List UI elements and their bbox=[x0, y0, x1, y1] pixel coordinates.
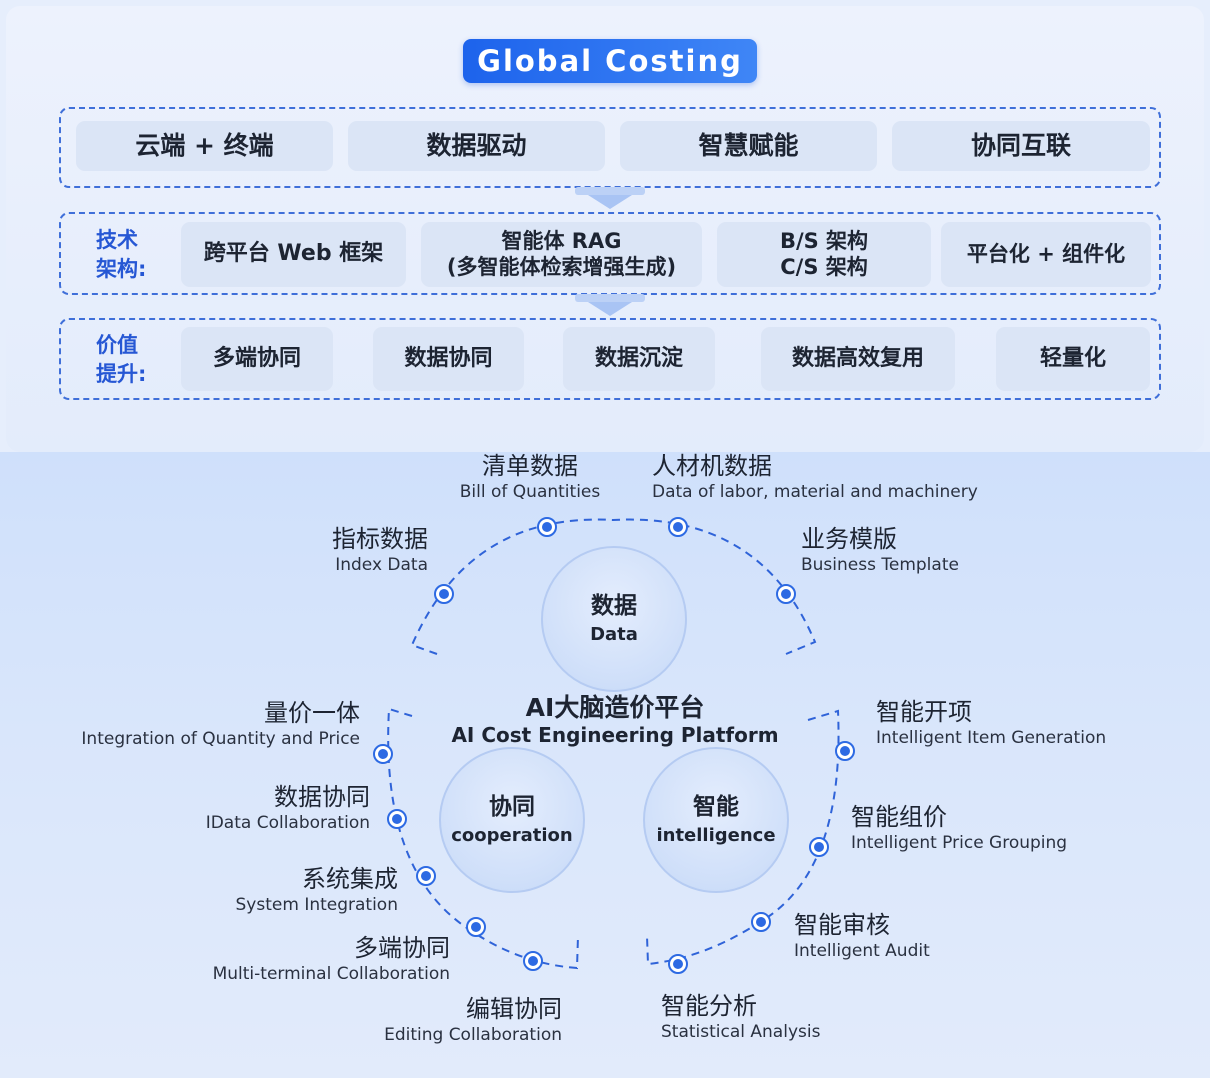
label-en: Index Data bbox=[335, 555, 428, 575]
label-cn: 业务模版 bbox=[801, 525, 897, 553]
intelligence-circle-cn: 智能 bbox=[693, 794, 739, 820]
data-circle-cn: 数据 bbox=[591, 593, 637, 619]
platform-ring-diagram bbox=[373, 517, 855, 974]
cooperation-circle-en: cooperation bbox=[451, 825, 573, 846]
value-chip-data-deposit: 数据沉淀 bbox=[563, 327, 715, 391]
label-index-data: 指标数据 Index Data bbox=[270, 524, 428, 576]
row-label-line: 技术架构: bbox=[96, 228, 147, 281]
intelligence-circle-en: intelligence bbox=[656, 825, 776, 846]
value-chip-lightweight: 轻量化 bbox=[996, 327, 1150, 391]
tech-architecture-label: 技术架构: bbox=[96, 226, 146, 284]
page-title: Global Costing bbox=[463, 39, 757, 83]
platform-title: AI大脑造价平台 AI Cost Engineering Platform bbox=[430, 693, 800, 747]
label-cn: 编辑协同 bbox=[466, 995, 562, 1023]
label-en: Bill of Quantities bbox=[459, 482, 601, 502]
cooperation-arc bbox=[387, 707, 579, 970]
ring-node-dot bbox=[378, 749, 388, 759]
ring-node-dot bbox=[542, 522, 552, 532]
label-statistical-analysis: 智能分析 Statistical Analysis bbox=[661, 991, 820, 1043]
ring-node-dot bbox=[673, 522, 683, 532]
data-circle-en: Data bbox=[590, 624, 638, 645]
flow-arrow-bar bbox=[575, 294, 645, 302]
label-item-generation: 智能开项 Intelligent Item Generation bbox=[876, 697, 1106, 749]
label-quantity-price: 量价一体 Integration of Quantity and Price bbox=[40, 698, 360, 750]
label-en: Business Template bbox=[801, 555, 959, 575]
value-row bbox=[59, 318, 1161, 400]
label-en: Integration of Quantity and Price bbox=[81, 729, 360, 749]
label-cn: 多端协同 bbox=[354, 934, 450, 962]
data-circle: 数据 Data bbox=[541, 546, 687, 692]
label-cn: 智能开项 bbox=[876, 698, 972, 726]
label-labor-material-machinery: 人材机数据 Data of labor, material and machin… bbox=[652, 451, 978, 503]
chip-line: 平台化 + 组件化 bbox=[966, 241, 1126, 266]
data-arc bbox=[410, 518, 817, 655]
value-chip-data-reuse: 数据高效复用 bbox=[761, 327, 955, 391]
ring-node-dot bbox=[814, 842, 824, 852]
label-en: Statistical Analysis bbox=[661, 1022, 821, 1042]
label-en: Multi-terminal Collaboration bbox=[212, 964, 450, 984]
label-en: Intelligent Audit bbox=[794, 941, 930, 961]
label-en: Intelligent Price Grouping bbox=[851, 833, 1068, 853]
label-cn: 智能组价 bbox=[851, 803, 947, 831]
ring-nodes bbox=[373, 517, 855, 974]
feature-chip-data-driven: 数据驱动 bbox=[348, 121, 605, 171]
label-bill-of-quantities: 清单数据 Bill of Quantities bbox=[430, 451, 630, 503]
tech-chip-web-framework: 跨平台 Web 框架 bbox=[181, 222, 406, 287]
tech-chip-platform-component: 平台化 + 组件化 bbox=[941, 222, 1151, 287]
label-en: System Integration bbox=[235, 895, 398, 915]
ring-node-dot bbox=[439, 589, 449, 599]
ring-node-dot bbox=[421, 871, 431, 881]
label-system-integration: 系统集成 System Integration bbox=[178, 864, 398, 916]
cooperation-circle: 协同 cooperation bbox=[439, 747, 585, 893]
label-cn: 数据协同 bbox=[274, 783, 370, 811]
platform-title-cn: AI大脑造价平台 bbox=[525, 693, 705, 722]
label-en: Editing Collaboration bbox=[384, 1025, 562, 1045]
label-cn: 指标数据 bbox=[332, 525, 428, 553]
feature-chip-smart-enable: 智慧赋能 bbox=[620, 121, 877, 171]
chip-line: (多智能体检索增强生成) bbox=[446, 254, 677, 279]
ring-node-dot bbox=[840, 746, 850, 756]
value-chip-data-collab: 数据协同 bbox=[373, 327, 524, 391]
value-label: 价值提升: bbox=[96, 331, 146, 389]
label-cn: 智能分析 bbox=[661, 992, 757, 1020]
ring-node-dot bbox=[756, 917, 766, 927]
label-cn: 量价一体 bbox=[264, 699, 360, 727]
label-data-collaboration: 数据协同 IData Collaboration bbox=[150, 782, 370, 834]
chip-line: C/S 架构 bbox=[780, 254, 868, 279]
label-en: IData Collaboration bbox=[205, 813, 370, 833]
label-cn: 智能审核 bbox=[794, 911, 890, 939]
feature-chip-collab-connect: 协同互联 bbox=[892, 121, 1150, 171]
ring-node-dot bbox=[471, 922, 481, 932]
ring-node-dot bbox=[781, 589, 791, 599]
ring-node-dot bbox=[392, 814, 402, 824]
label-business-template: 业务模版 Business Template bbox=[801, 524, 959, 576]
ring-node-dot bbox=[528, 956, 538, 966]
tech-chip-rag: 智能体 RAG (多智能体检索增强生成) bbox=[421, 222, 702, 287]
value-chip-multi-terminal: 多端协同 bbox=[181, 327, 333, 391]
ring-node-dot bbox=[673, 959, 683, 969]
intelligence-circle: 智能 intelligence bbox=[643, 747, 789, 893]
platform-title-en: AI Cost Engineering Platform bbox=[451, 723, 779, 747]
label-cn: 清单数据 bbox=[482, 452, 578, 480]
feature-chip-cloud-terminal: 云端 + 终端 bbox=[76, 121, 333, 171]
label-en: Intelligent Item Generation bbox=[876, 728, 1107, 748]
chip-line: B/S 架构 bbox=[779, 229, 869, 254]
chip-line: 智能体 RAG bbox=[501, 229, 622, 254]
label-editing-collaboration: 编辑协同 Editing Collaboration bbox=[342, 994, 562, 1046]
tech-chip-bs-cs: B/S 架构 C/S 架构 bbox=[717, 222, 931, 287]
label-en: Data of labor, material and machinery bbox=[652, 482, 978, 502]
label-price-grouping: 智能组价 Intelligent Price Grouping bbox=[851, 802, 1067, 854]
label-intelligent-audit: 智能审核 Intelligent Audit bbox=[794, 910, 930, 962]
label-cn: 系统集成 bbox=[302, 865, 398, 893]
label-multi-terminal: 多端协同 Multi-terminal Collaboration bbox=[180, 933, 450, 985]
label-cn: 人材机数据 bbox=[652, 452, 772, 480]
flow-arrow-icon bbox=[588, 195, 632, 209]
row-label-line: 价值提升: bbox=[96, 333, 147, 386]
flow-arrow-bar bbox=[575, 187, 645, 195]
chip-line: 跨平台 Web 框架 bbox=[203, 241, 384, 267]
flow-arrow-icon bbox=[588, 302, 632, 316]
cooperation-circle-cn: 协同 bbox=[489, 794, 535, 820]
